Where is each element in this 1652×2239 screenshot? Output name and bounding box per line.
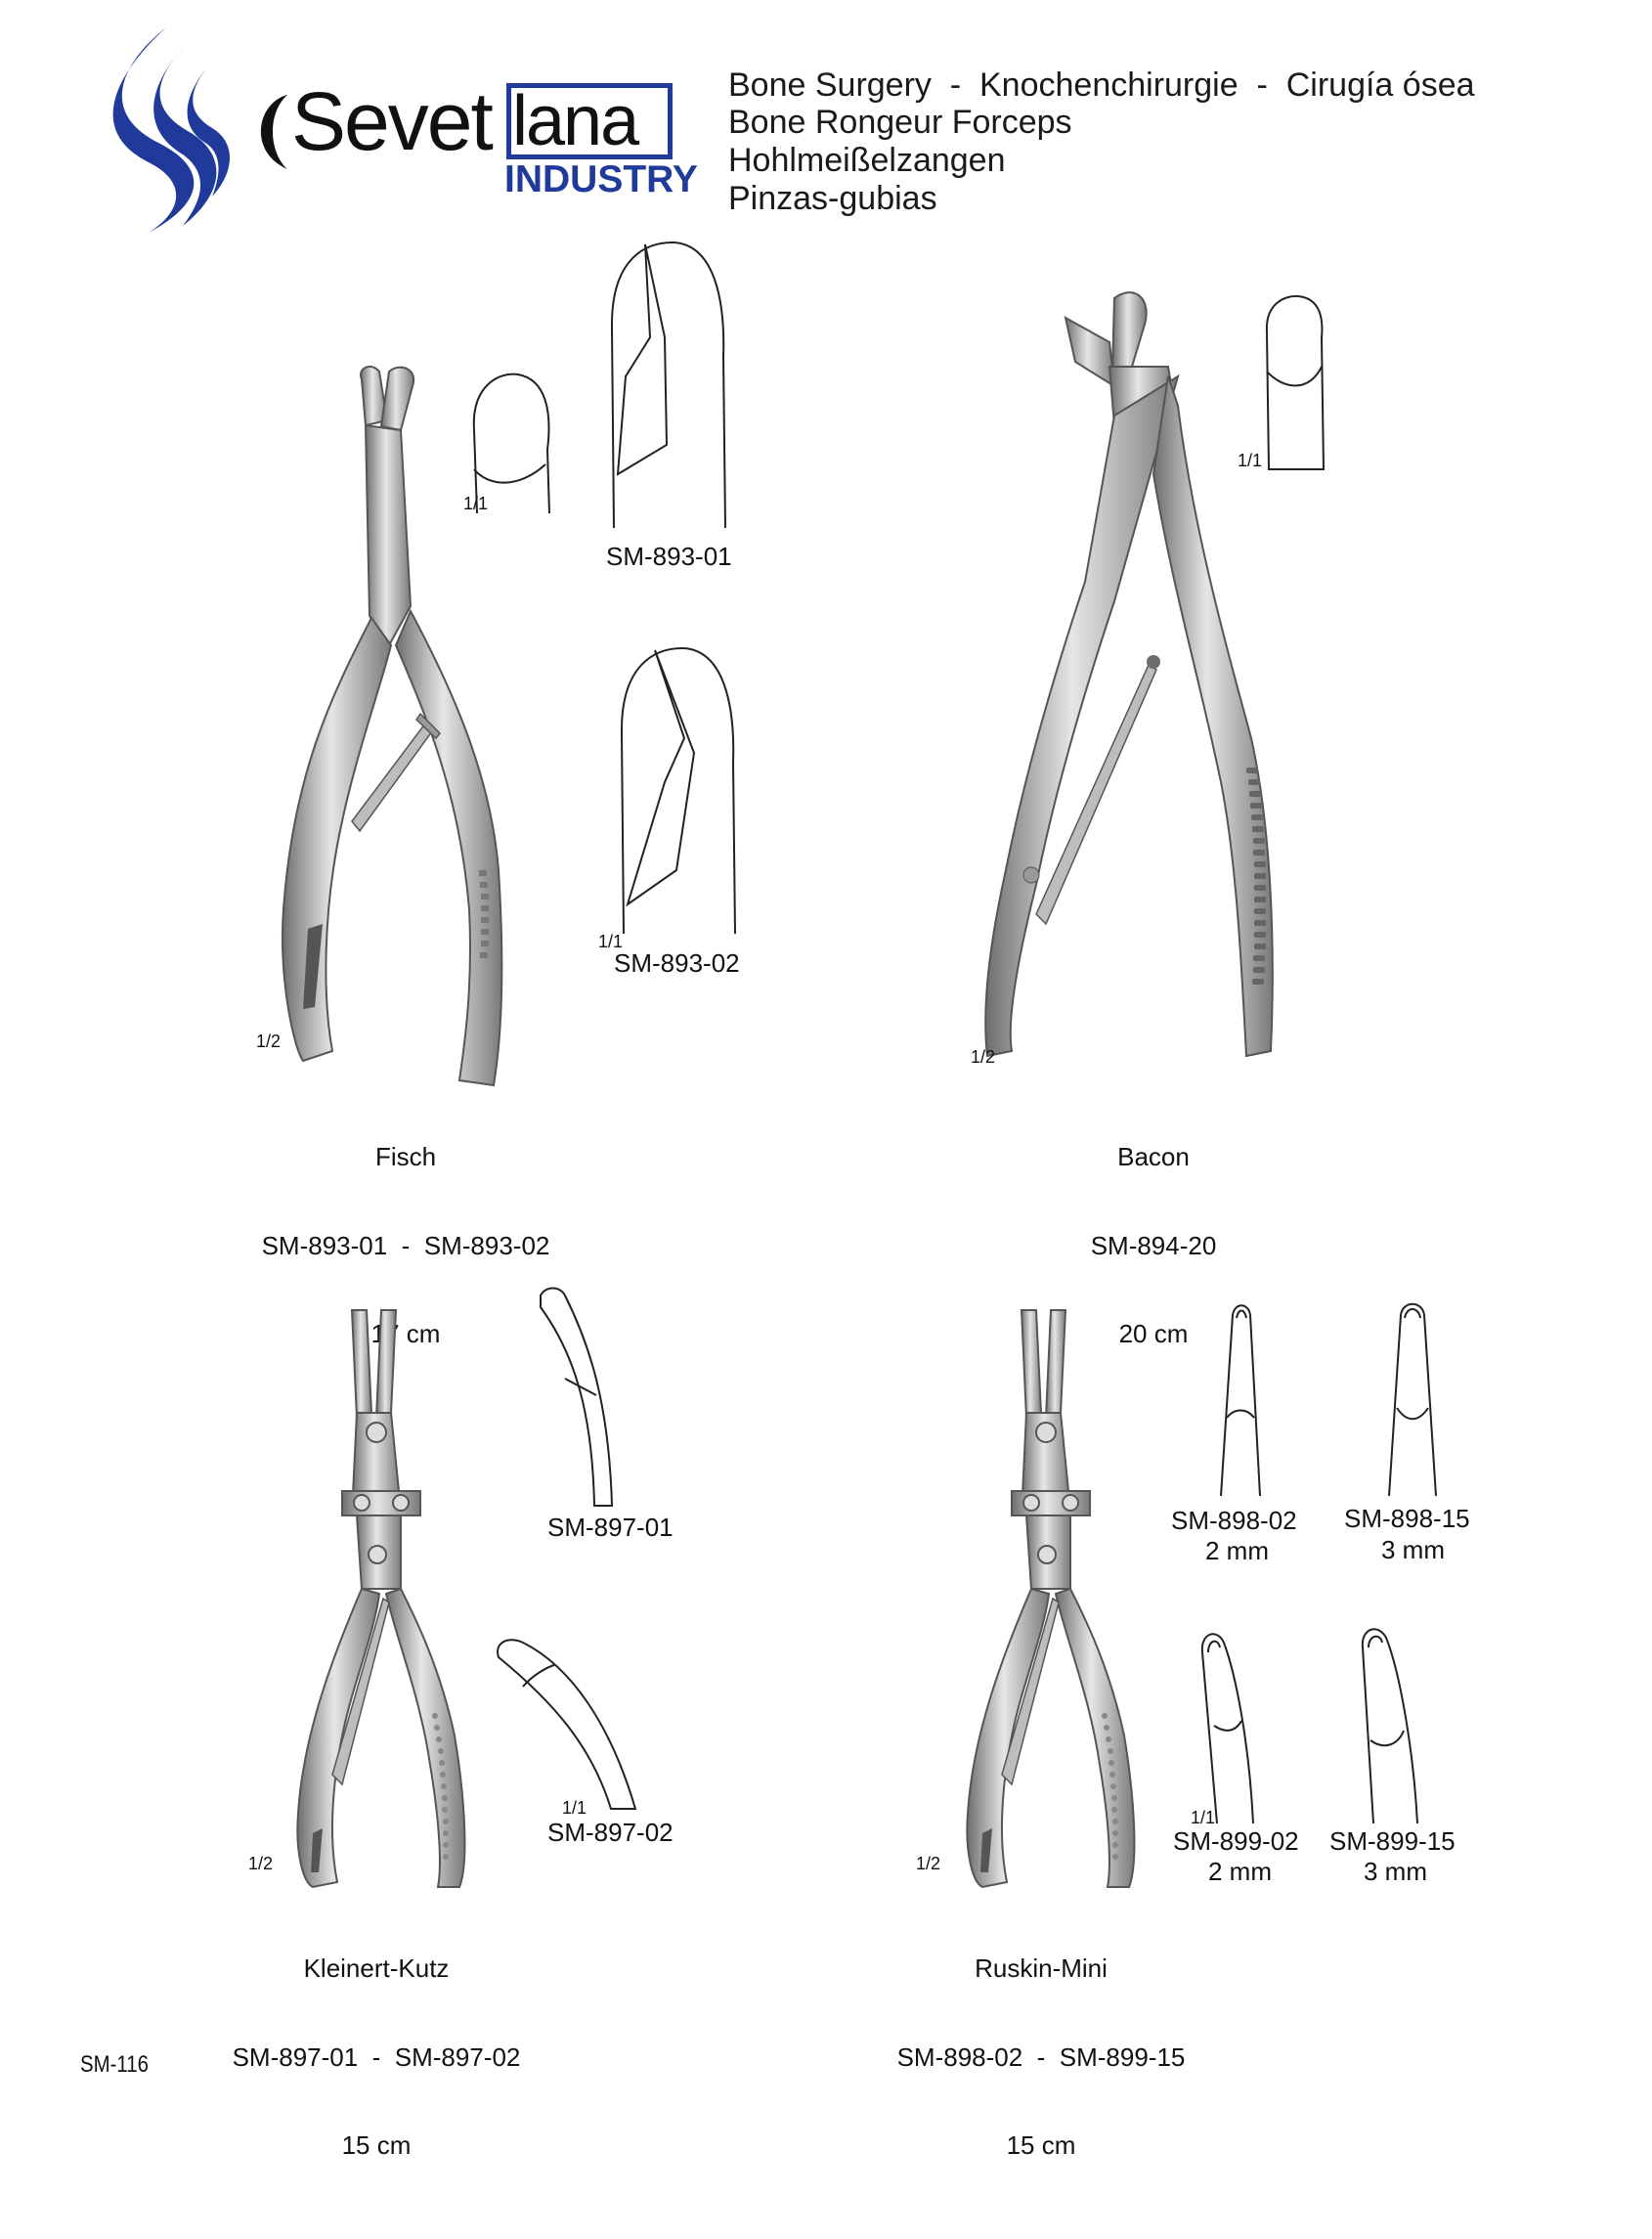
ruskin-v2-size: 3 mm — [1381, 1535, 1445, 1564]
kleinert-kutz-variant2-label: SM-897-02 — [547, 1818, 674, 1847]
brand-subtitle: INDUSTRY — [504, 158, 698, 200]
header-line-4: Pinzas-gubias — [728, 180, 937, 217]
ruskin-v2-code: SM-898-15 — [1344, 1504, 1470, 1533]
header-line-3: Hohlmeißelzangen — [728, 142, 1006, 179]
ruskin-v4-size: 3 mm — [1364, 1857, 1427, 1886]
brand-name-boxed: lana — [512, 82, 639, 160]
fisch-variant1-drawing — [610, 241, 726, 529]
page-code: SM-116 — [80, 2051, 149, 2078]
fisch-forceps-illustration — [282, 365, 503, 1087]
fisch-variant1-label: SM-893-01 — [606, 542, 732, 571]
bacon-tip-scale: 1/1 — [1238, 451, 1263, 470]
ruskin-v3-scale: 1/1 — [1191, 1808, 1216, 1827]
bacon-tip-detail — [1265, 294, 1326, 470]
brand-name-box — [506, 83, 673, 159]
ruskin-v1-code: SM-898-02 — [1171, 1506, 1297, 1535]
brand-name: Sevet — [291, 75, 494, 167]
kleinert-kutz-variant2-drawing — [497, 1639, 637, 1810]
fisch-caption: Fisch SM-893-01 - SM-893-02 17 cm — [220, 1083, 591, 1379]
ruskin-name: Ruskin-Mini — [975, 1954, 1108, 1984]
header-line-1: Bone Surgery - Knochenchirurgie - Cirugí… — [728, 66, 1475, 104]
ruskin-v2-drawing — [1388, 1302, 1437, 1497]
kleinert-kutz-variant1-label: SM-897-01 — [547, 1513, 674, 1542]
ruskin-v3-drawing — [1200, 1633, 1254, 1824]
ruskin-main-scale: 1/2 — [916, 1854, 941, 1873]
header-line-2: Bone Rongeur Forceps — [728, 104, 1072, 141]
brand-crescent-icon — [260, 95, 287, 169]
kleinert-kutz-variant2-scale: 1/1 — [562, 1798, 587, 1818]
ruskin-v3-code: SM-899-02 — [1173, 1826, 1299, 1856]
kleinert-kutz-forceps-illustration — [296, 1309, 466, 1889]
fisch-main-scale: 1/2 — [256, 1032, 282, 1051]
fisch-variant2-label: SM-893-02 — [614, 948, 740, 978]
kleinert-kutz-codes: SM-897-01 - SM-897-02 — [232, 2041, 521, 2072]
fisch-codes: SM-893-01 - SM-893-02 — [261, 1230, 550, 1260]
ruskin-mini-forceps-illustration — [966, 1309, 1136, 1889]
bacon-caption: Bacon SM-894-20 20 cm — [978, 1083, 1329, 1379]
ruskin-v1-drawing — [1220, 1304, 1261, 1497]
ruskin-v1-size: 2 mm — [1205, 1536, 1269, 1565]
kleinert-kutz-variant1-drawing — [540, 1287, 614, 1507]
fisch-tip-scale: 1/1 — [463, 494, 489, 513]
fisch-variant2-drawing — [620, 646, 736, 935]
kleinert-kutz-size: 15 cm — [341, 2130, 412, 2161]
ruskin-size: 15 cm — [1006, 2130, 1076, 2161]
kleinert-kutz-caption: Kleinert-Kutz SM-897-01 - SM-897-02 15 c… — [186, 1895, 567, 2190]
bacon-main-scale: 1/2 — [971, 1047, 996, 1067]
bacon-codes: SM-894-20 — [1090, 1230, 1217, 1260]
bacon-size: 20 cm — [1118, 1319, 1189, 1349]
kleinert-kutz-main-scale: 1/2 — [248, 1854, 274, 1873]
ruskin-codes: SM-898-02 - SM-899-15 — [896, 2041, 1186, 2072]
ruskin-caption: Ruskin-Mini SM-898-02 - SM-899-15 15 cm — [860, 1895, 1222, 2190]
ruskin-v4-code: SM-899-15 — [1329, 1826, 1456, 1856]
ruskin-v3-size: 2 mm — [1208, 1857, 1272, 1886]
ruskin-v4-drawing — [1361, 1628, 1418, 1824]
bacon-forceps-illustration — [984, 291, 1274, 1058]
brand-swoosh-logo — [112, 27, 231, 233]
fisch-variant2-scale: 1/1 — [598, 932, 624, 951]
fisch-name: Fisch — [374, 1142, 437, 1172]
bacon-name: Bacon — [1117, 1142, 1190, 1172]
fisch-tip-detail — [472, 373, 550, 514]
kleinert-kutz-name: Kleinert-Kutz — [303, 1954, 450, 1984]
